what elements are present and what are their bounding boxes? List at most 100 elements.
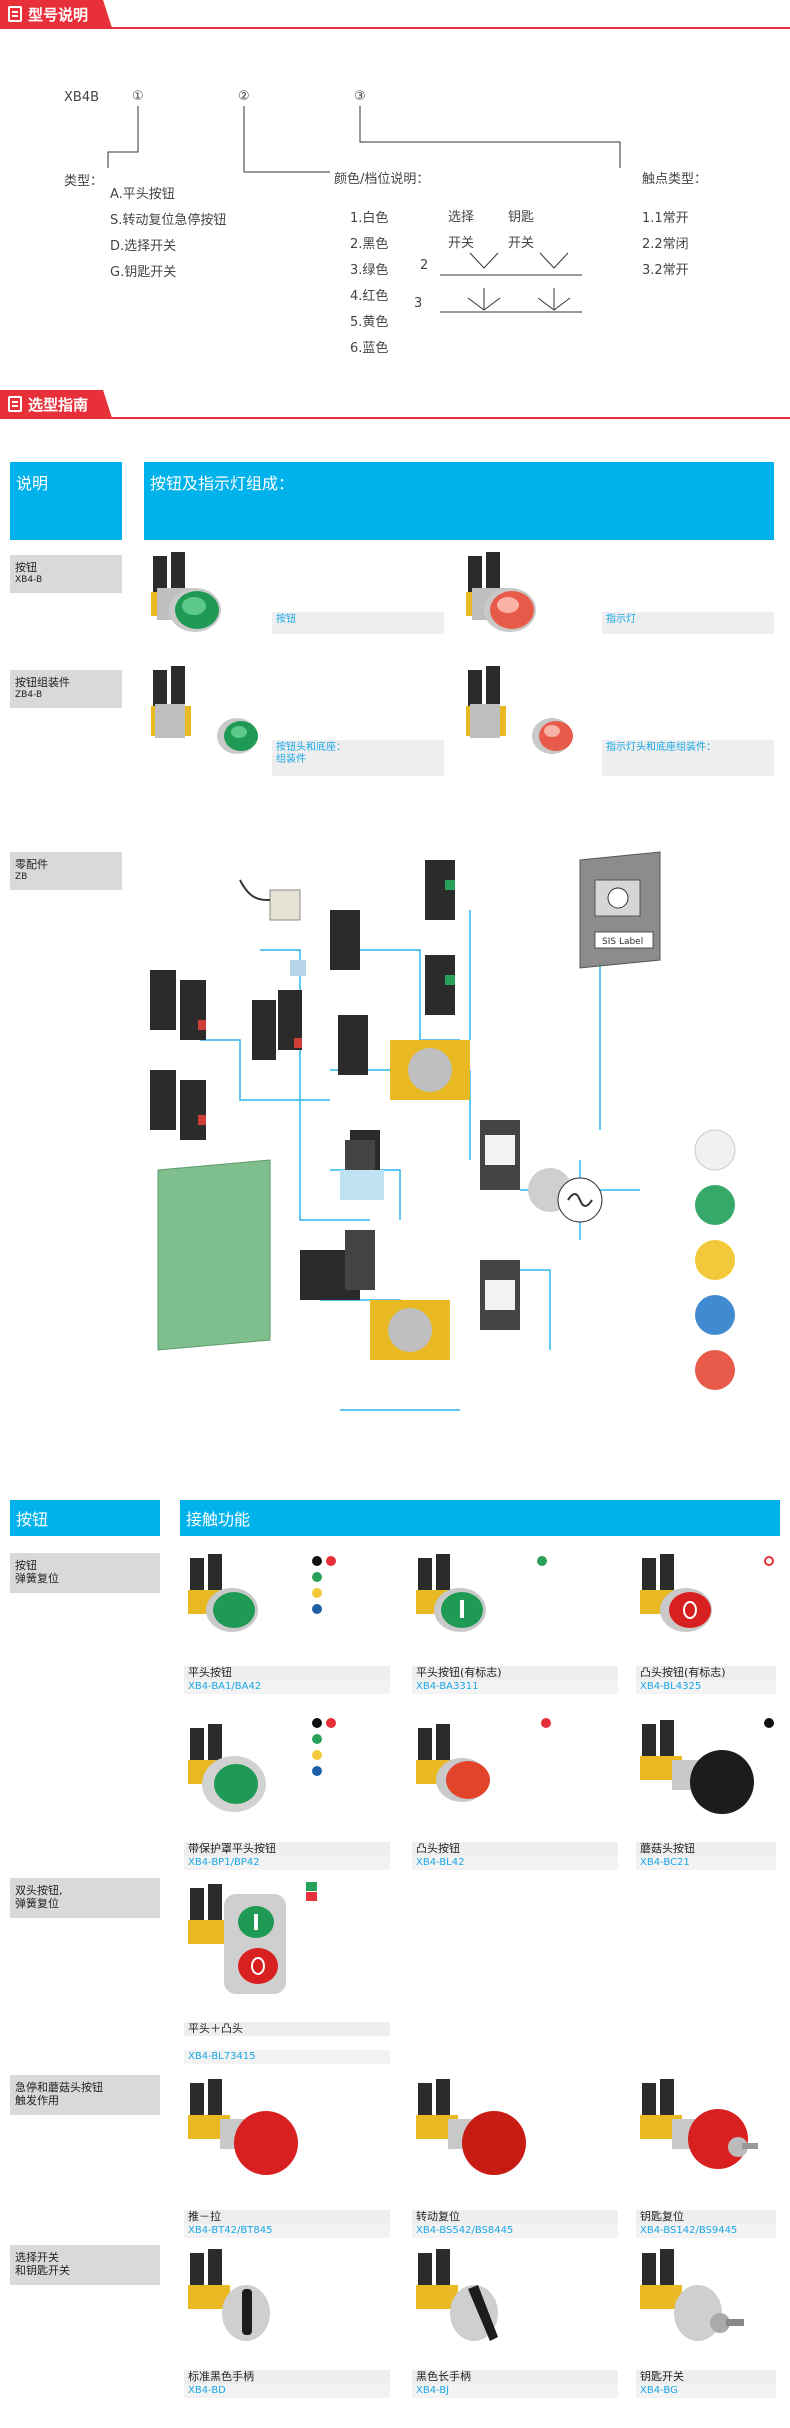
cap-line: 组装件 — [276, 754, 306, 765]
model-connector-lines — [107, 106, 621, 313]
color-dot-green — [312, 1734, 322, 1744]
cap-light: 指示灯 — [602, 612, 774, 634]
color-dot-red — [541, 1718, 551, 1728]
item-name: 带保护罩平头按钮 — [184, 1842, 390, 1856]
item-code: XB4-BA1/BA42 — [184, 1680, 390, 1694]
guide-col2-head: 按钮及指示灯组成： — [144, 462, 774, 540]
item-name: 转动复位 — [412, 2210, 618, 2224]
row-title: 零配件 — [15, 858, 48, 871]
cat-line: 按钮 — [15, 1559, 37, 1572]
section-header-select: 选型指南 — [0, 390, 790, 424]
type-item: G.钥匙开关 — [110, 265, 177, 280]
contacts-col1-head: 按钮 — [10, 1500, 160, 1536]
item-code: XB4-BA3311 — [412, 1680, 618, 1694]
cap-button: 按钮 — [272, 612, 444, 634]
product-flush-button-image — [188, 1554, 258, 1632]
color-item: 4.红色 — [350, 289, 389, 304]
cat-line: 弹簧复位 — [15, 1572, 59, 1585]
pos-head-key: 钥匙 — [508, 210, 535, 225]
item-code: XB4-BG — [636, 2384, 776, 2398]
cat-line: 和钥匙开关 — [15, 2264, 70, 2277]
item-code: XB4-BL42 — [412, 1856, 618, 1870]
guide-row-assembly: 按钮组装件 ZB4-B — [10, 670, 122, 708]
item-name: 凸头按钮 — [412, 1842, 618, 1856]
color-dot-green — [537, 1556, 547, 1566]
item-code: XB4-BD — [184, 2384, 390, 2398]
item-name: 蘑菇头按钮 — [636, 1842, 776, 1856]
color-item: 5.黄色 — [350, 315, 389, 330]
color-dot-black — [312, 1556, 322, 1566]
product-shrouded-button-image — [188, 1724, 266, 1812]
pos-head-selector-b: 开关 — [448, 236, 475, 251]
product-projecting-marked-button-image — [640, 1554, 712, 1632]
guide-row-button: 按钮 XB4-B — [10, 555, 122, 593]
cat-spring: 按钮 弹簧复位 — [10, 1553, 160, 1593]
color-dot-green — [312, 1572, 322, 1582]
row-code: ZB — [15, 872, 28, 882]
product-standard-handle-selector-image — [188, 2249, 270, 2341]
product-long-handle-selector-image — [416, 2249, 498, 2341]
green-button-assembly-image — [151, 666, 258, 754]
item-code: XB4-BP1/BP42 — [184, 1856, 390, 1870]
item-code: XB4-BS142/BS9445 — [636, 2224, 776, 2238]
section-title: 型号说明 — [28, 5, 89, 24]
item-name: 黑色长手柄 — [412, 2370, 618, 2384]
cat-line: 急停和蘑菇头按钮 — [15, 2081, 103, 2094]
product-double-head-button-image — [188, 1884, 286, 1994]
item-code: XB4-BJ — [412, 2384, 618, 2398]
row-title: 按钮组装件 — [15, 676, 70, 689]
color-item: 3.绿色 — [350, 263, 389, 278]
guide-col1-head: 说明 — [10, 462, 122, 540]
color-swatch-red — [306, 1892, 317, 1901]
color-dot-black — [312, 1718, 322, 1728]
item-code: XB4-BS542/BS8445 — [412, 2224, 618, 2238]
red-light-assembly-image — [466, 666, 573, 754]
color-dot-blue — [312, 1604, 322, 1614]
cat-line: 触发作用 — [15, 2094, 59, 2107]
pos-row-3: 3 — [414, 296, 423, 311]
row-code: ZB4-B — [15, 690, 43, 700]
type-item: D.选择开关 — [110, 239, 177, 254]
color-dot-red-ring — [764, 1556, 774, 1566]
parts-exploded-diagram: SIS Label — [150, 851, 736, 1411]
item-name: 凸头按钮(有标志) — [636, 1666, 776, 1680]
type-item: S.转动复位急停按钮 — [110, 213, 227, 228]
color-label: 颜色/档位说明： — [334, 172, 430, 187]
color-item: 2.黑色 — [350, 237, 389, 252]
product-flush-marked-button-image — [416, 1554, 486, 1632]
color-dot-blue — [312, 1766, 322, 1776]
item-name: 标准黑色手柄 — [184, 2370, 390, 2384]
cap-line: 按钮头和底座： — [276, 742, 346, 753]
cat-line: 双头按钮, — [15, 1884, 63, 1897]
document-icon — [8, 6, 22, 22]
item-name: 平头按钮 — [184, 1666, 390, 1680]
type-label: 类型： — [64, 174, 104, 189]
item-name: 钥匙开关 — [636, 2370, 776, 2384]
guide-row-parts: 零配件 ZB — [10, 852, 122, 890]
contact-list: 1.1常开 2.2常闭 3.2常开 — [642, 206, 689, 284]
cat-selector: 选择开关 和钥匙开关 — [10, 2245, 160, 2285]
item-code: XB4-BC21 — [636, 1856, 776, 1870]
section-title: 选型指南 — [28, 395, 89, 414]
cat-line: 弹簧复位 — [15, 1897, 59, 1910]
product-key-switch-image — [640, 2249, 744, 2341]
color-dot-red — [326, 1556, 336, 1566]
pos-row-2: 2 — [420, 258, 429, 273]
product-projecting-button-image — [416, 1724, 490, 1802]
item-name: 推－拉 — [184, 2210, 390, 2224]
item-name: 平头＋凸头 — [184, 2022, 390, 2036]
red-pilot-light-image — [466, 552, 536, 632]
cap-head-base: 按钮头和底座： 组装件 — [272, 740, 444, 776]
item-name: 钥匙复位 — [636, 2210, 776, 2224]
cat-estop: 急停和蘑菇头按钮 触发作用 — [10, 2075, 160, 2115]
color-list: 1.白色 2.黑色 3.绿色 4.红色 5.黄色 6.蓝色 — [350, 206, 388, 362]
color-item: 6.蓝色 — [350, 341, 389, 356]
sis-label-text: SIS Label — [602, 937, 643, 947]
product-key-reset-estop-image — [640, 2079, 758, 2169]
contact-item: 1.1常开 — [642, 211, 689, 226]
color-dot-red — [326, 1718, 336, 1728]
pos-head-key-b: 开关 — [508, 236, 535, 251]
section-header-model: 型号说明 — [0, 0, 790, 34]
color-dot-black — [764, 1718, 774, 1728]
product-turn-reset-estop-image — [416, 2079, 526, 2175]
